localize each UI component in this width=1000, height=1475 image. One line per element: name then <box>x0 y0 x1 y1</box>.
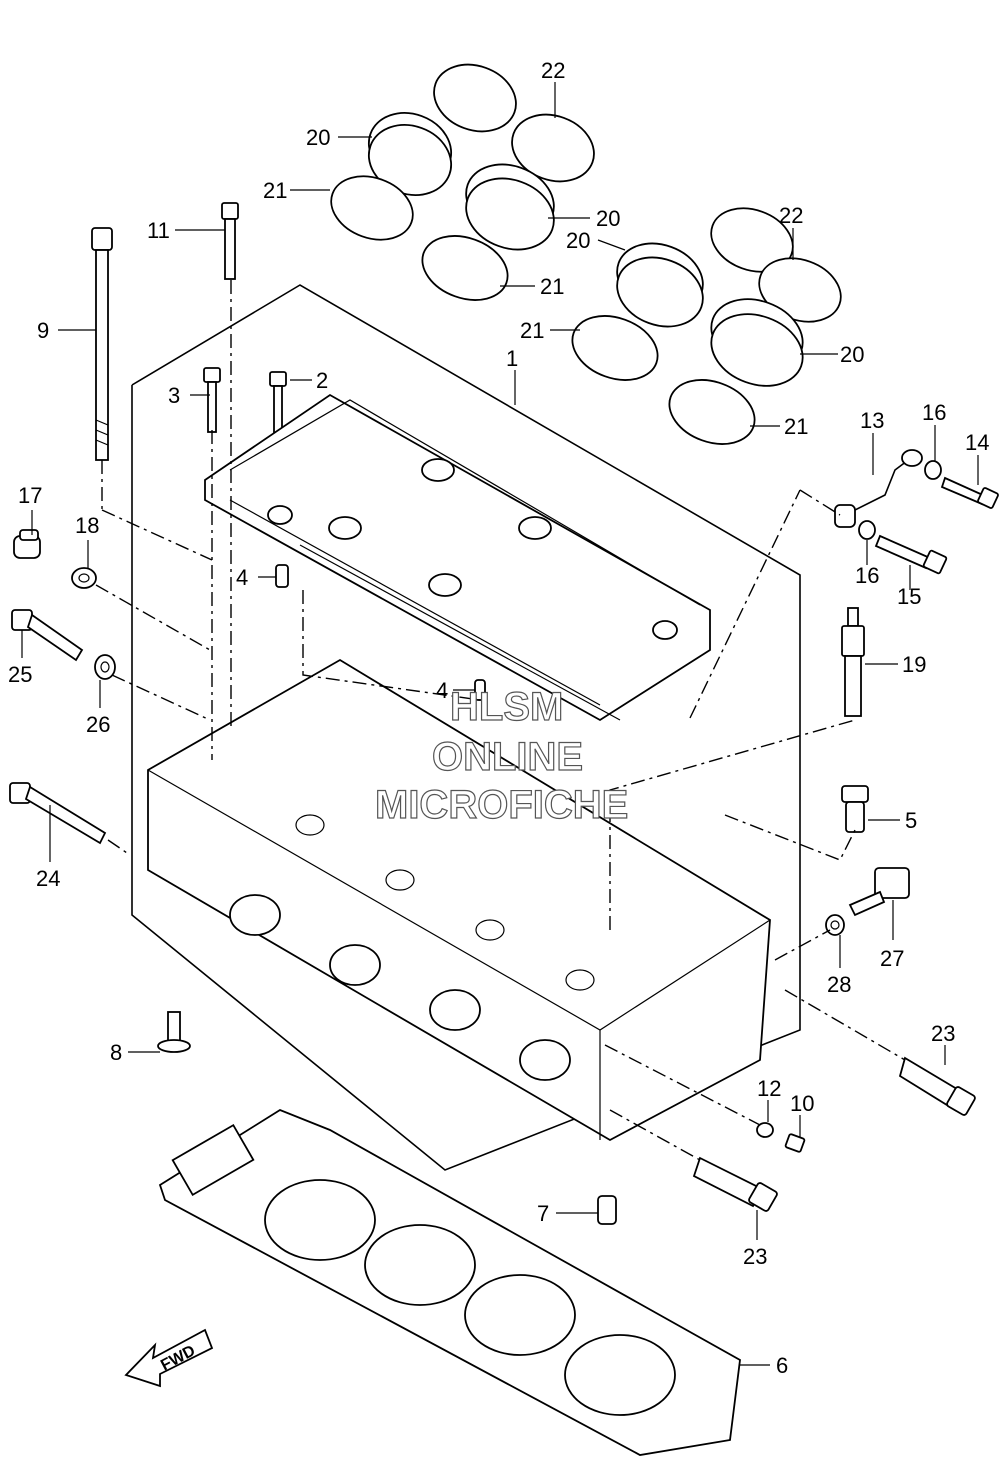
dowel-pin-4 <box>275 564 289 588</box>
callout-21-c: 21 <box>520 318 544 343</box>
callout-9: 9 <box>37 318 49 343</box>
callout-21-a: 21 <box>263 178 287 203</box>
callout-23-lower: 23 <box>743 1244 767 1269</box>
callout-21-b: 21 <box>540 274 564 299</box>
callout-15: 15 <box>897 584 921 609</box>
washer-18 <box>71 567 97 589</box>
bolt-3 <box>203 367 221 433</box>
head-gasket <box>158 1108 741 1456</box>
callout-25: 25 <box>8 662 32 687</box>
sensor-5 <box>841 785 869 833</box>
bolt-11 <box>221 202 239 280</box>
leader-lines <box>21 82 979 1366</box>
callout-19: 19 <box>902 652 926 677</box>
washer-12 <box>756 1122 774 1138</box>
callout-8: 8 <box>110 1040 122 1065</box>
callout-22-b: 22 <box>779 203 803 228</box>
callout-3: 3 <box>168 383 180 408</box>
callout-21-d: 21 <box>784 414 808 439</box>
plug-17 <box>13 529 41 559</box>
callout-20-b: 20 <box>596 206 620 231</box>
callout-27: 27 <box>880 946 904 971</box>
cylinder-head <box>147 658 771 1142</box>
assembly-frame <box>131 284 801 1171</box>
bolt-10 <box>784 1133 806 1153</box>
washer-16a <box>924 460 942 480</box>
bolt-24 <box>9 782 107 845</box>
bolt-23-upper <box>898 1056 976 1116</box>
watermark-line-3: MICROFICHE <box>375 783 628 827</box>
pipe-13 <box>834 449 923 528</box>
washer-16b <box>858 520 876 540</box>
watermark-line-1: HLSM <box>450 685 563 729</box>
dowel-7 <box>597 1195 617 1225</box>
callout-13: 13 <box>860 408 884 433</box>
bolt-8 <box>157 1011 191 1053</box>
spark-plug-19 <box>841 607 865 717</box>
callout-28: 28 <box>827 972 851 997</box>
watermark: HLSM ONLINE MICROFICHE <box>374 684 629 827</box>
watermark-line-2: ONLINE <box>432 735 583 779</box>
bolt-25 <box>11 609 84 662</box>
intake-boot-group-right <box>571 207 842 445</box>
bolt-15 <box>874 534 948 575</box>
washer-28 <box>825 914 845 936</box>
callout-12: 12 <box>757 1076 781 1101</box>
callout-11: 11 <box>147 218 170 243</box>
cam-housing <box>204 393 711 722</box>
callout-2: 2 <box>316 368 328 393</box>
callout-6: 6 <box>776 1353 788 1378</box>
callout-10: 10 <box>790 1091 814 1116</box>
callout-16-lower: 16 <box>855 563 879 588</box>
sensor-27 <box>848 867 910 917</box>
callout-18: 18 <box>75 513 99 538</box>
callout-4-lower: 4 <box>436 678 448 703</box>
callout-17: 17 <box>18 483 42 508</box>
callout-1: 1 <box>506 346 518 371</box>
callout-16-upper: 16 <box>922 400 946 425</box>
callout-labels: 1 2 3 4 4 5 6 7 8 9 10 11 12 13 14 15 16… <box>8 58 989 1378</box>
intake-boot-group-left <box>330 63 595 301</box>
callout-24: 24 <box>36 866 60 891</box>
callout-22-a: 22 <box>541 58 565 83</box>
callout-5: 5 <box>905 808 917 833</box>
fwd-arrow: FWD <box>124 1328 214 1388</box>
head-bolt-9 <box>91 227 113 461</box>
washer-26 <box>94 654 116 680</box>
callout-26: 26 <box>86 712 110 737</box>
callout-20-d: 20 <box>840 342 864 367</box>
callout-7: 7 <box>537 1201 549 1226</box>
bolt-23-lower <box>692 1156 778 1212</box>
bolt-14 <box>940 476 999 509</box>
callout-20-c: 20 <box>566 228 590 253</box>
callout-4: 4 <box>236 565 248 590</box>
callout-20-a: 20 <box>306 125 330 150</box>
callout-23-upper: 23 <box>931 1021 955 1046</box>
alignment-lines <box>95 280 906 1161</box>
callout-14: 14 <box>965 430 989 455</box>
